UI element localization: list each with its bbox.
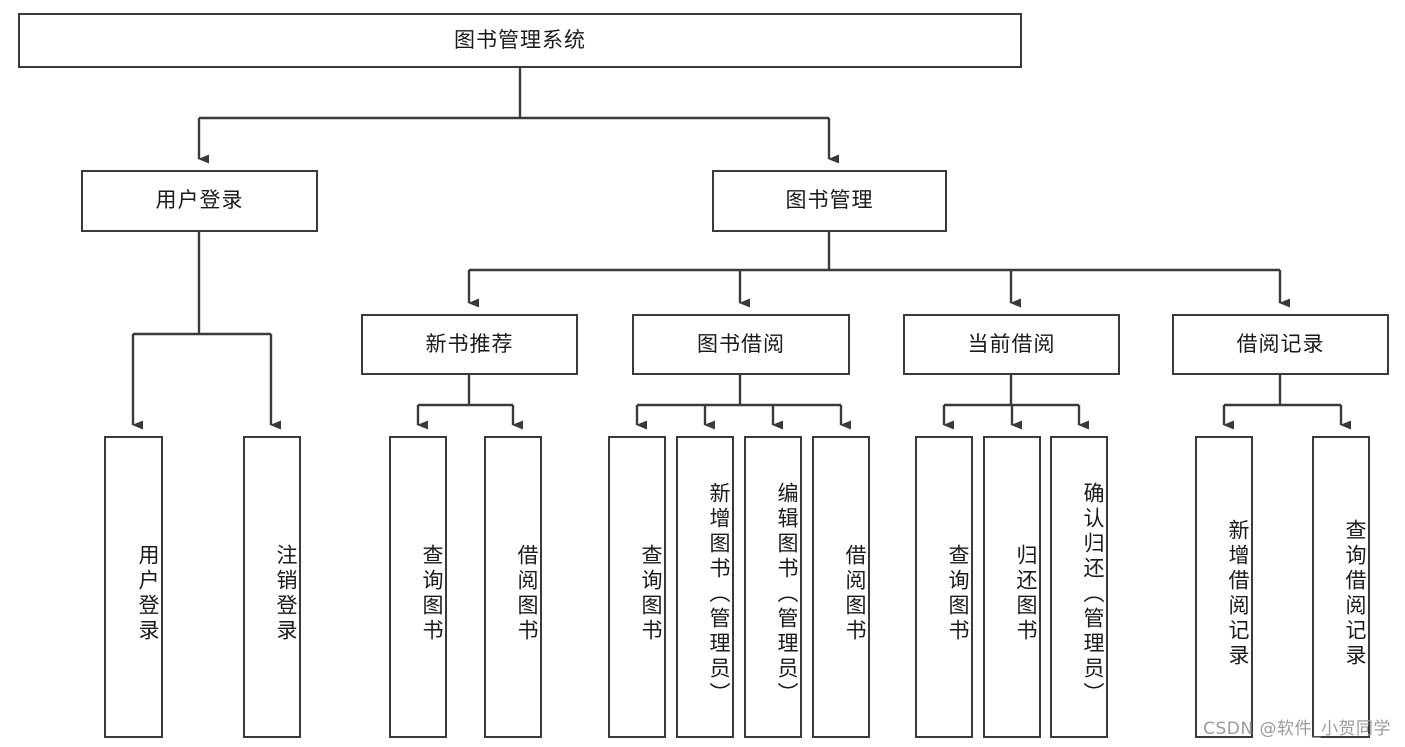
node-label: 借阅图书 — [515, 544, 539, 644]
leaf-newbook-borrow-books[interactable]: 借阅图书 — [484, 436, 542, 738]
leaf-borrow-query-books[interactable]: 查询图书 — [608, 436, 666, 738]
node-book-management[interactable]: 图书管理 — [712, 170, 947, 232]
node-label: 新增图书（管理员） — [707, 481, 731, 707]
node-label: 图书管理系统 — [454, 27, 586, 52]
node-label: 借阅记录 — [1236, 331, 1325, 356]
node-label: 用户登录 — [155, 188, 244, 213]
node-label: 编辑图书（管理员） — [775, 481, 799, 707]
node-current-borrowing[interactable]: 当前借阅 — [903, 314, 1120, 375]
node-borrowing-record[interactable]: 借阅记录 — [1172, 314, 1389, 375]
node-label: 图书管理 — [785, 188, 874, 213]
leaf-newbook-query-books[interactable]: 查询图书 — [389, 436, 447, 738]
node-label: 图书借阅 — [697, 331, 785, 356]
node-label: 查询图书 — [946, 544, 970, 644]
node-label: 借阅图书 — [843, 544, 867, 644]
leaf-user-logout[interactable]: 注销登录 — [243, 436, 301, 738]
leaf-current-return-books[interactable]: 归还图书 — [983, 436, 1041, 738]
edge-group — [131, 68, 1351, 430]
node-label: 查询图书 — [420, 544, 444, 644]
leaf-record-query-borrow-record[interactable]: 查询借阅记录 — [1312, 436, 1370, 738]
node-label: 归还图书 — [1014, 544, 1038, 644]
leaf-borrow-add-book-admin[interactable]: 新增图书（管理员） — [676, 436, 734, 738]
leaf-record-add-borrow-record[interactable]: 新增借阅记录 — [1195, 436, 1253, 738]
node-user-login[interactable]: 用户登录 — [81, 170, 318, 232]
node-label: 新书推荐 — [425, 331, 514, 356]
node-root-book-management-system[interactable]: 图书管理系统 — [18, 13, 1022, 68]
leaf-borrow-edit-book-admin[interactable]: 编辑图书（管理员） — [744, 436, 802, 738]
node-book-borrowing[interactable]: 图书借阅 — [632, 314, 850, 375]
leaf-current-query-books[interactable]: 查询图书 — [915, 436, 973, 738]
node-new-book-recommendation[interactable]: 新书推荐 — [361, 314, 578, 375]
leaf-current-confirm-return-admin[interactable]: 确认归还（管理员） — [1050, 436, 1108, 738]
node-label: 确认归还（管理员） — [1081, 481, 1105, 707]
leaf-user-login[interactable]: 用户登录 — [104, 436, 163, 738]
node-label: 注销登录 — [274, 544, 298, 644]
node-label: 用户登录 — [136, 544, 160, 644]
leaf-borrow-borrow-books[interactable]: 借阅图书 — [812, 436, 870, 738]
node-label: 查询图书 — [639, 544, 663, 644]
node-label: 当前借阅 — [967, 331, 1056, 356]
node-label: 查询借阅记录 — [1343, 519, 1367, 669]
node-label: 新增借阅记录 — [1226, 519, 1250, 669]
